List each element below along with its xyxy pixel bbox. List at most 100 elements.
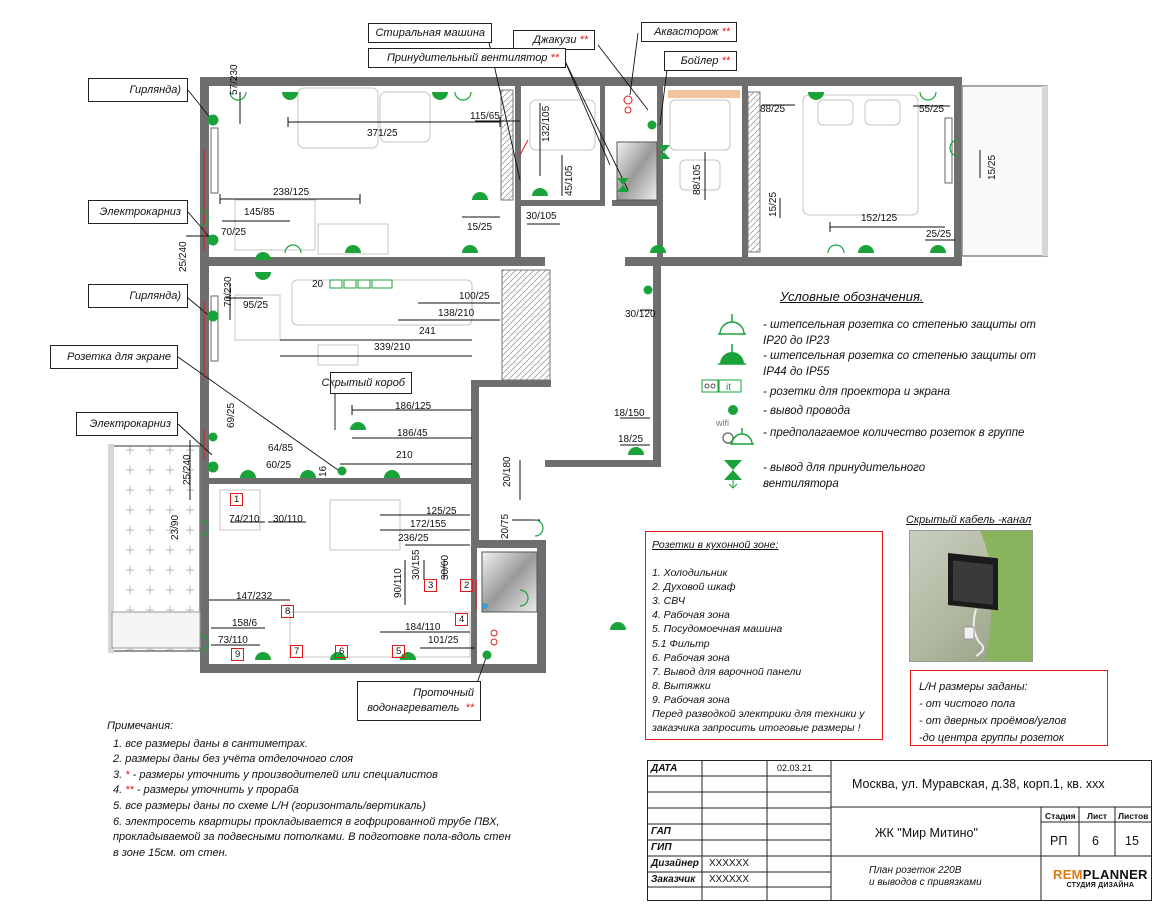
dim-label: 95/25	[243, 300, 269, 311]
notes-title: Примечания:	[107, 720, 174, 732]
tb-stage: РП	[1050, 834, 1068, 848]
dim-label: 70/230	[223, 276, 234, 307]
dim-label: 88/105	[692, 164, 703, 195]
note-item: 4. ** - размеры уточнить у прораба	[113, 784, 299, 797]
wire-outlet-icon	[728, 405, 738, 415]
note-item: 5. все размеры даны по схеме L/H (горизо…	[113, 799, 426, 812]
dim-label: 55/25	[919, 104, 945, 115]
forced-fan-outlet-icon	[724, 460, 742, 489]
lh-line: L/H размеры заданы:	[919, 681, 1028, 693]
tb-sheet: 6	[1092, 834, 1099, 848]
title-block-grid	[647, 760, 1152, 901]
dim-label: 18/150	[614, 408, 645, 419]
dim-label: 30/60	[440, 554, 451, 580]
lh-note-box: L/H размеры заданы: - от чистого пола - …	[910, 670, 1108, 746]
dim-label: 23/90	[170, 514, 181, 540]
lh-line: -до центра группы розеток	[919, 732, 1065, 744]
dim-label: 101/25	[428, 635, 459, 646]
socket-ip44-icon	[718, 344, 746, 365]
dim-label: 241	[419, 326, 436, 337]
dim-label: 64/85	[268, 443, 294, 454]
tb-stage-label: Стадия	[1045, 811, 1076, 821]
tb-complex: ЖК "Мир Митино"	[875, 826, 978, 840]
list-item: 3. СВЧ	[652, 595, 685, 608]
brand-logo: REMPLANNER СТУДИЯ ДИЗАЙНА	[1053, 867, 1148, 889]
legend-item-ip20: - штепсельная розетка со степенью защиты…	[763, 319, 1036, 347]
dim-label: 57/230	[229, 64, 240, 95]
legend-item-fan: - вывод для принудительного вентилятора	[763, 462, 926, 490]
dim-label: 60/25	[266, 460, 292, 471]
marker-8: 8	[281, 605, 295, 618]
dim-label: 16	[318, 465, 329, 477]
dim-label: 125/25	[426, 506, 457, 517]
kitchen-footer: Перед разводкой электрики для техники у …	[652, 708, 865, 735]
callout-aquastorozh: Аквасторож**	[641, 22, 737, 42]
tb-sheets: 15	[1125, 834, 1139, 848]
dim-label: 147/232	[236, 591, 273, 602]
lh-line: - от дверных проёмов/углов	[919, 715, 1067, 727]
tb-gip-label: ГИП	[651, 842, 672, 853]
dim-label: 73/110	[218, 635, 248, 646]
dim-label: 90/110	[393, 568, 404, 598]
legend-title: Условные обозначения.	[780, 289, 924, 304]
notes-list: 1. все размеры даны в сантиметрах. 2. ра…	[107, 737, 527, 862]
marker-2: 2	[460, 579, 474, 592]
list-item: 8. Вытяжки	[652, 679, 711, 692]
projector-socket-icon	[701, 379, 742, 393]
tb-sheets-label: Листов	[1118, 811, 1149, 821]
dim-label: 25/240	[178, 241, 189, 272]
kitchen-list: 1. Холодильник 2. Духовой шкаф 3. СВЧ 4.…	[652, 566, 876, 707]
dim-label: 25/240	[182, 454, 193, 485]
dim-label: 45/105	[564, 165, 575, 196]
dim-label: 30/120	[625, 309, 656, 320]
tb-date: 02.03.21	[777, 763, 813, 773]
note-item: 3. * - размеры уточнить у производителей…	[113, 768, 438, 781]
list-item: 2. Духовой шкаф	[652, 581, 736, 594]
cable-channel-photo	[909, 530, 1033, 662]
callout-garland-1: Гирлянда)	[88, 78, 188, 102]
marker-1: 1	[230, 493, 244, 506]
list-item: 7. Вывод для варочной панели	[652, 665, 802, 678]
marker-3: 3	[424, 579, 438, 592]
dim-label: 30/105	[526, 211, 557, 222]
list-item: 5.1 Фильтр	[652, 637, 710, 650]
marker-9: 9	[231, 648, 245, 661]
callout-forced-fan: Принудительный вентилятор**	[368, 48, 566, 68]
callout-cornice-2: Электрокарниз	[76, 412, 178, 436]
callout-cornice-1: Электрокарниз	[88, 200, 188, 224]
legend-item-ip44: - штепсельная розетка со степенью защиты…	[763, 350, 1036, 378]
lh-line: - от чистого пола	[919, 698, 1016, 710]
callout-screen-socket: Розетка для экране	[50, 345, 178, 369]
dim-label: 236/25	[398, 533, 429, 544]
dim-label: 88/25	[760, 104, 786, 115]
callout-jacuzzi: Джакузи**	[513, 30, 595, 50]
title-block: ДАТА 02.03.21 Москва, ул. Муравская, д.3…	[647, 760, 1152, 901]
dim-label: 158/6	[232, 618, 258, 629]
dim-label: 238/125	[273, 187, 310, 198]
dim-label: 74/210	[229, 514, 260, 525]
note-item: 6. электросеть квартиры прокладывается в…	[113, 815, 511, 859]
dim-label: 20/180	[502, 456, 513, 487]
dim-label: 15/25	[768, 191, 779, 217]
list-item: 4. Рабочая зона	[652, 609, 730, 622]
dim-label: 138/210	[438, 308, 475, 319]
dim-label: 20	[312, 279, 324, 290]
dim-label: 371/25	[367, 128, 398, 139]
legend-wifi-label: wifi	[716, 418, 729, 428]
tb-plan-title-1: План розеток 220В	[869, 865, 962, 876]
note-item: 2. размеры даны без учёта отделочного сл…	[113, 753, 354, 766]
legend-item-wire: - вывод провода	[763, 405, 851, 417]
marker-7: 7	[290, 645, 304, 658]
tb-date-label: ДАТА	[651, 763, 678, 774]
tb-gap-label: ГАП	[651, 826, 671, 837]
dim-label: 186/125	[395, 401, 432, 412]
dim-label: 132/105	[541, 105, 552, 142]
list-item: 1. Холодильник	[652, 567, 728, 580]
legend-symbols	[701, 314, 754, 489]
tb-designer-label: Дизайнер	[651, 858, 699, 869]
marker-5: 5	[392, 645, 406, 658]
tb-address: Москва, ул. Муравская, д.38, корп.1, кв.…	[852, 777, 1105, 791]
dim-label: 152/125	[861, 213, 898, 224]
